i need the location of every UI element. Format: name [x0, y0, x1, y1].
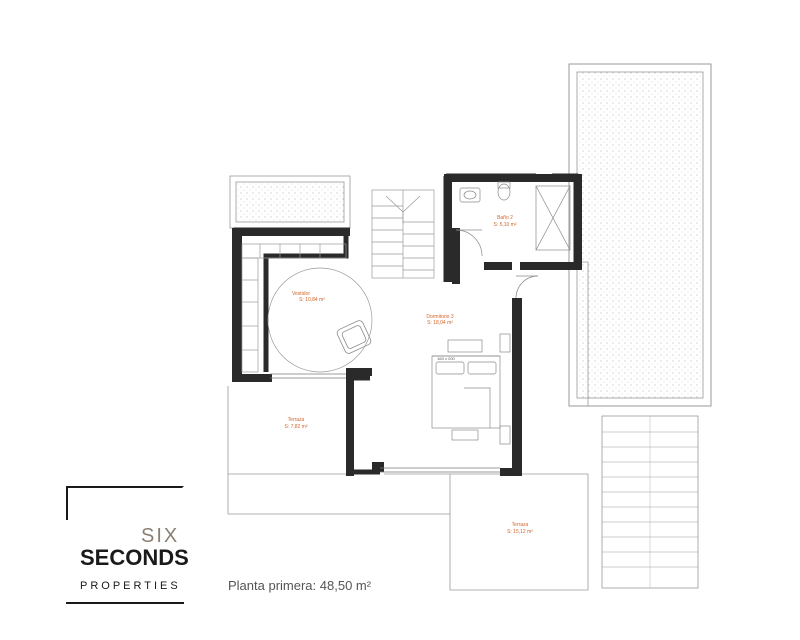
label-bano-area: S: 5,10 m²: [493, 222, 516, 228]
logo-frame-gap: [62, 520, 190, 606]
label-bed-size: 160 x 200: [437, 356, 455, 361]
label-bano-name: Baño 2: [497, 215, 513, 221]
label-terraza-right-name: Terraza: [512, 522, 529, 528]
floor-plan-caption: Planta primera: 48,50 m²: [228, 578, 372, 593]
label-terraza-right-area: S: 15,12 m²: [507, 529, 533, 535]
windows: [270, 373, 500, 473]
bed: [431, 333, 511, 445]
terrace-outlines: [227, 175, 589, 591]
wardrobe: [241, 243, 373, 373]
pool-steps: [601, 415, 699, 589]
label-vestidor-name: Vestidor: [292, 291, 310, 297]
logo-frame-bottom: [66, 602, 184, 604]
bathroom-fixtures: [455, 181, 571, 299]
armchair: [336, 320, 372, 354]
label-dormitorio-name: Dormitorio 3: [426, 314, 453, 320]
pool: [568, 63, 712, 407]
stairs: [371, 189, 435, 279]
room-labels: Vestidor S: 10,84 m² Dormitorio 3 S: 18,…: [284, 215, 533, 535]
label-vestidor-area: S: 10,84 m²: [299, 297, 325, 303]
label-dormitorio-area: S: 18,04 m²: [427, 320, 453, 326]
label-terraza-left-name: Terraza: [288, 417, 305, 423]
label-terraza-left-area: S: 7,82 m²: [284, 424, 307, 430]
logo-seconds: SECONDS: [80, 545, 189, 570]
wall-thick: [232, 174, 582, 476]
logo-properties: PROPERTIES: [80, 580, 181, 592]
logo-six: SIX: [141, 525, 180, 547]
